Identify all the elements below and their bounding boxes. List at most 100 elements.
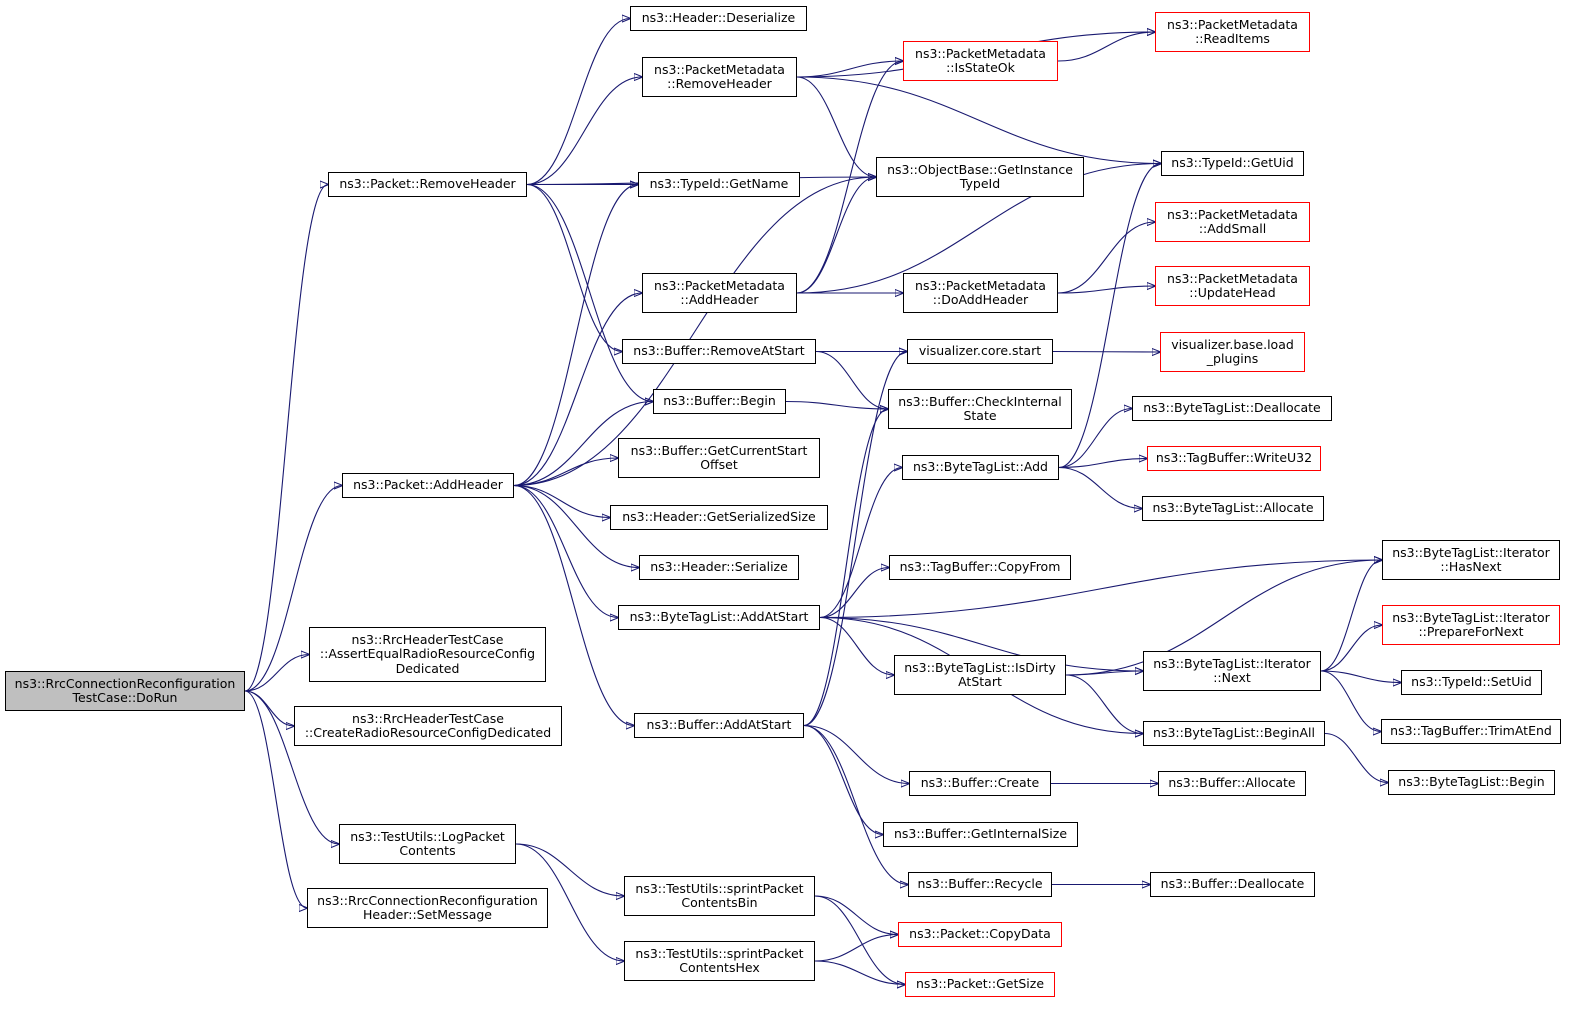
edge-n16-to-n42 [819,616,1143,672]
edge-n17-to-n23 [803,352,907,727]
edge-n25-to-n34 [1058,164,1161,469]
node-buffer-removeatstart[interactable]: ns3::Buffer::RemoveAtStart [622,339,816,364]
node-header-deserialize[interactable]: ns3::Header::Deserialize [630,6,807,31]
node-rrcheadertestcase-assertequalradioresourceconfig-dedicated[interactable]: ns3::RrcHeaderTestCase ::AssertEqualRadi… [309,627,546,682]
node-tagbuffer-copyfrom[interactable]: ns3::TagBuffer::CopyFrom [889,555,1071,580]
edge-n17-to-n29 [803,724,883,835]
edge-n20-to-n33 [1057,32,1155,62]
edge-n5-to-n19 [515,843,624,961]
edge-n2-to-n15 [513,484,639,568]
edge-n1-to-n12 [526,183,653,402]
edge-n10-to-n20 [796,61,903,294]
node-bytetaglist-beginall[interactable]: ns3::ByteTagList::BeginAll [1143,721,1325,746]
node-bytetaglist-isdirty-atstart[interactable]: ns3::ByteTagList::IsDirty AtStart [894,655,1066,695]
node-bytetaglist-begin[interactable]: ns3::ByteTagList::Begin [1388,770,1555,795]
edge-n16-to-n25 [819,468,902,619]
node-bytetaglist-iterator-hasnext[interactable]: ns3::ByteTagList::Iterator ::HasNext [1382,540,1560,580]
node-typeid-setuid[interactable]: ns3::TypeId::SetUid [1401,670,1542,695]
edge-n2-to-n21 [513,177,876,487]
edge-n46-to-n47 [1324,732,1388,783]
node-bytetaglist-add[interactable]: ns3::ByteTagList::Add [902,455,1059,480]
edge-n2-to-n12 [513,402,653,487]
node-tagbuffer-writeu32[interactable]: ns3::TagBuffer::WriteU32 [1147,446,1321,471]
edge-n1-to-n8 [526,77,642,186]
node-bytetaglist-iterator-preparefornext[interactable]: ns3::ByteTagList::Iterator ::PrepareForN… [1382,605,1560,645]
node-objectbase-getinstance-typeid[interactable]: ns3::ObjectBase::GetInstance TypeId [876,157,1084,197]
edge-n2-to-n17 [513,484,634,726]
node-testutils-sprintpacket-contentsbin[interactable]: ns3::TestUtils::sprintPacket ContentsBin [624,876,815,916]
edge-n27-to-n46 [1065,674,1143,734]
node-buffer-begin[interactable]: ns3::Buffer::Begin [653,389,786,414]
node-packetmetadata-doaddheader[interactable]: ns3::PacketMetadata ::DoAddHeader [903,273,1058,313]
node-packetmetadata-removeheader[interactable]: ns3::PacketMetadata ::RemoveHeader [642,57,797,97]
edge-n0-to-n1 [244,185,328,692]
edge-n25-to-n40 [1058,466,1142,509]
node-packet-removeheader[interactable]: ns3::Packet::RemoveHeader [328,172,527,197]
node-rrcheadertestcase-createradioresourceconfigdedicated[interactable]: ns3::RrcHeaderTestCase ::CreateRadioReso… [294,706,562,746]
node-packet-getsize[interactable]: ns3::Packet::GetSize [905,972,1055,997]
edge-n0-to-n5 [244,690,339,844]
edge-n2-to-n9 [513,185,638,487]
edge-n16-to-n26 [819,568,889,619]
edge-n27-to-n41 [1065,560,1382,676]
edge-n8-to-n20 [796,61,903,78]
node-buffer-getcurrentstart-offset[interactable]: ns3::Buffer::GetCurrentStart Offset [618,438,820,478]
node-buffer-deallocate[interactable]: ns3::Buffer::Deallocate [1150,872,1315,897]
node-rrcconnectionreconfiguration-testcase-dorun: ns3::RrcConnectionReconfiguration TestCa… [5,671,245,711]
node-buffer-checkinternal-state[interactable]: ns3::Buffer::CheckInternal State [888,389,1072,429]
node-header-serialize[interactable]: ns3::Header::Serialize [639,555,799,580]
node-header-getserializedsize[interactable]: ns3::Header::GetSerializedSize [610,505,828,530]
edge-n1-to-n7 [526,19,630,186]
edge-n12-to-n24 [785,400,888,410]
node-packetmetadata-readitems[interactable]: ns3::PacketMetadata ::ReadItems [1155,12,1310,52]
edge-n10-to-n34 [796,164,1161,294]
node-testutils-sprintpacket-contentshex[interactable]: ns3::TestUtils::sprintPacket ContentsHex [624,941,815,981]
node-bytetaglist-allocate[interactable]: ns3::ByteTagList::Allocate [1142,496,1324,521]
node-bytetaglist-addatstart[interactable]: ns3::ByteTagList::AddAtStart [618,605,820,630]
edge-n2-to-n13 [513,458,618,487]
edge-n8-to-n34 [796,76,1161,164]
node-visualizer-core-start[interactable]: visualizer.core.start [907,339,1053,364]
node-bytetaglist-iterator-next[interactable]: ns3::ByteTagList::Iterator ::Next [1143,651,1321,691]
node-typeid-getuid[interactable]: ns3::TypeId::GetUid [1161,151,1304,176]
node-packetmetadata-addsmall[interactable]: ns3::PacketMetadata ::AddSmall [1155,202,1310,242]
edge-n1-to-n11 [526,183,622,352]
node-typeid-getname[interactable]: ns3::TypeId::GetName [638,172,800,197]
edge-n0-to-n2 [244,486,342,692]
node-bytetaglist-deallocate[interactable]: ns3::ByteTagList::Deallocate [1132,396,1332,421]
edge-n42-to-n43 [1320,625,1382,672]
edge-n25-to-n39 [1058,459,1147,469]
edge-n42-to-n44 [1320,670,1401,683]
node-buffer-addatstart[interactable]: ns3::Buffer::AddAtStart [634,713,804,738]
edge-n27-to-n42 [1065,671,1143,676]
node-rrcconnectionreconfiguration-header-setmessage[interactable]: ns3::RrcConnectionReconfiguration Header… [307,888,548,928]
edge-n19-to-n31 [814,935,898,962]
edge-n2-to-n10 [513,293,642,487]
edge-n42-to-n45 [1320,670,1381,732]
edge-n17-to-n24 [803,409,888,727]
node-visualizer-base-load-plugins[interactable]: visualizer.base.load _plugins [1160,332,1305,372]
edge-n42-to-n41 [1320,560,1382,672]
edge-n10-to-n21 [796,177,876,294]
node-tagbuffer-trimatend[interactable]: ns3::TagBuffer::TrimAtEnd [1381,719,1561,744]
node-buffer-recycle[interactable]: ns3::Buffer::Recycle [908,872,1052,897]
edge-n2-to-n16 [513,484,618,618]
node-buffer-create[interactable]: ns3::Buffer::Create [909,771,1051,796]
edge-n25-to-n38 [1058,409,1132,469]
edge-n17-to-n30 [803,724,908,885]
node-packetmetadata-isstateok[interactable]: ns3::PacketMetadata ::IsStateOk [903,41,1058,81]
edge-n0-to-n3 [244,655,309,692]
edge-n22-to-n35 [1057,222,1155,294]
node-packetmetadata-addheader[interactable]: ns3::PacketMetadata ::AddHeader [642,273,797,313]
edge-n18-to-n31 [814,895,898,935]
node-buffer-allocate[interactable]: ns3::Buffer::Allocate [1158,771,1306,796]
node-buffer-getinternalsize[interactable]: ns3::Buffer::GetInternalSize [883,822,1078,847]
node-testutils-logpacket-contents[interactable]: ns3::TestUtils::LogPacket Contents [339,824,516,864]
edge-n5-to-n18 [515,843,624,896]
node-packetmetadata-updatehead[interactable]: ns3::PacketMetadata ::UpdateHead [1155,266,1310,306]
node-packet-copydata[interactable]: ns3::Packet::CopyData [898,922,1062,947]
edge-n16-to-n27 [819,616,894,676]
node-packet-addheader[interactable]: ns3::Packet::AddHeader [342,473,514,498]
